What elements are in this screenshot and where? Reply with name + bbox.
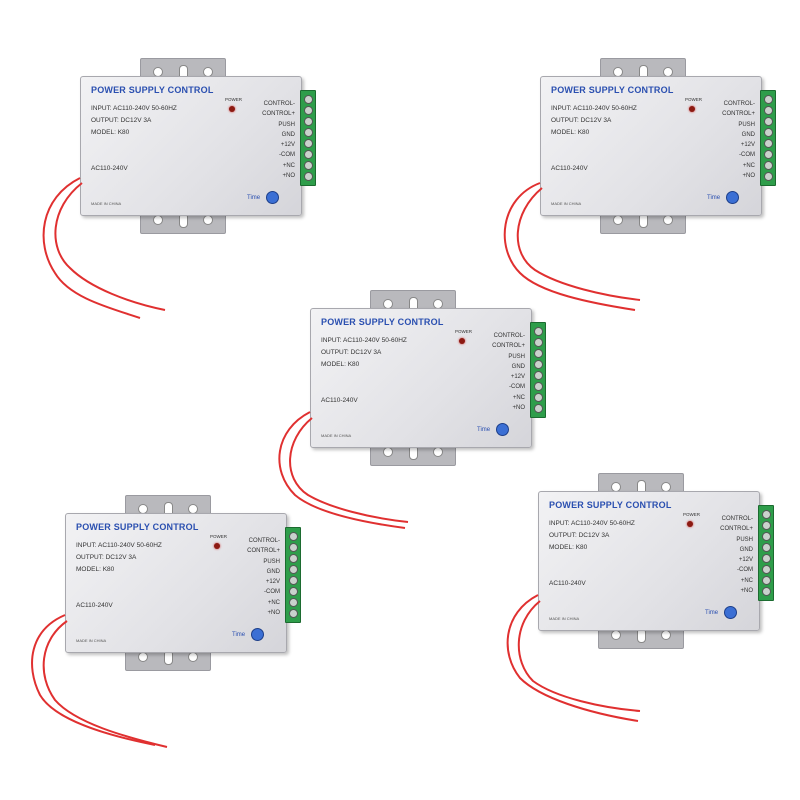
output-spec: OUTPUT: DC12V 3A: [549, 532, 610, 539]
power-label: POWER: [210, 534, 228, 539]
ac-label: AC110-240V: [321, 397, 358, 404]
input-spec: INPUT: AC110-240V 50-60HZ: [551, 105, 637, 112]
power-supply-unit-2: POWER SUPPLY CONTROL INPUT: AC110-240V 5…: [503, 58, 800, 311]
power-led-icon: [689, 106, 695, 112]
time-knob-icon: [724, 606, 737, 619]
power-wires: [42, 177, 166, 319]
device-housing: POWER SUPPLY CONTROL INPUT: AC110-240V 5…: [310, 308, 532, 448]
device-title: POWER SUPPLY CONTROL: [551, 85, 674, 95]
power-supply-unit-5: POWER SUPPLY CONTROL INPUT: AC110-240V 5…: [506, 473, 798, 722]
model-spec: MODEL: K80: [551, 129, 590, 136]
time-label: Time: [477, 427, 491, 433]
device-housing: POWER SUPPLY CONTROL INPUT: AC110-240V 5…: [538, 491, 760, 631]
power-supply-unit-1: POWER SUPPLY CONTROL INPUT: AC110-240V 5…: [42, 58, 340, 319]
output-spec: OUTPUT: DC12V 3A: [551, 117, 612, 124]
ac-label: AC110-240V: [549, 580, 586, 587]
input-spec: INPUT: AC110-240V 50-60HZ: [549, 520, 635, 527]
device-title: POWER SUPPLY CONTROL: [549, 500, 672, 510]
output-spec: OUTPUT: DC12V 3A: [321, 349, 382, 356]
input-spec: INPUT: AC110-240V 50-60HZ: [321, 337, 407, 344]
terminal-block: [530, 322, 546, 418]
power-label: POWER: [685, 97, 703, 102]
terminal-block: [285, 527, 301, 623]
power-wires: [503, 182, 641, 311]
terminal-block: [300, 90, 316, 186]
ac-label: AC110-240V: [91, 165, 128, 172]
device-housing: POWER SUPPLY CONTROL INPUT: AC110-240V 5…: [65, 513, 287, 653]
made-in-label: MADE IN CHINA: [551, 201, 582, 206]
input-spec: INPUT: AC110-240V 50-60HZ: [91, 105, 177, 112]
power-wires: [506, 594, 641, 722]
model-spec: MODEL: K80: [76, 566, 115, 573]
terminal-block: [758, 505, 774, 601]
device-title: POWER SUPPLY CONTROL: [76, 522, 199, 532]
power-wires: [31, 614, 168, 748]
power-supply-unit-3: POWER SUPPLY CONTROL INPUT: AC110-240V 5…: [278, 290, 570, 530]
time-knob-icon: [266, 191, 279, 204]
made-in-label: MADE IN CHINA: [321, 433, 352, 438]
time-label: Time: [705, 610, 719, 616]
input-spec: INPUT: AC110-240V 50-60HZ: [76, 542, 162, 549]
power-label: POWER: [225, 97, 243, 102]
device-housing: POWER SUPPLY CONTROL INPUT: AC110-240V 5…: [80, 76, 302, 216]
time-label: Time: [232, 632, 246, 638]
power-led-icon: [214, 543, 220, 549]
model-spec: MODEL: K80: [91, 129, 130, 136]
power-led-icon: [687, 521, 693, 527]
time-knob-icon: [726, 191, 739, 204]
device-title: POWER SUPPLY CONTROL: [91, 85, 214, 95]
terminal-block: [760, 90, 776, 186]
model-spec: MODEL: K80: [549, 544, 588, 551]
made-in-label: MADE IN CHINA: [91, 201, 122, 206]
time-label: Time: [247, 195, 261, 201]
time-knob-icon: [251, 628, 264, 641]
output-spec: OUTPUT: DC12V 3A: [76, 554, 137, 561]
output-spec: OUTPUT: DC12V 3A: [91, 117, 152, 124]
ac-label: AC110-240V: [76, 602, 113, 609]
power-supply-unit-4: POWER SUPPLY CONTROL INPUT: AC110-240V 5…: [31, 495, 325, 748]
made-in-label: MADE IN CHINA: [76, 638, 107, 643]
made-in-label: MADE IN CHINA: [549, 616, 580, 621]
power-led-icon: [229, 106, 235, 112]
time-label: Time: [707, 195, 721, 201]
power-wires: [278, 411, 409, 529]
ac-label: AC110-240V: [551, 165, 588, 172]
time-knob-icon: [496, 423, 509, 436]
power-led-icon: [459, 338, 465, 344]
device-title: POWER SUPPLY CONTROL: [321, 317, 444, 327]
model-spec: MODEL: K80: [321, 361, 360, 368]
power-label: POWER: [683, 512, 701, 517]
power-label: POWER: [455, 329, 473, 334]
